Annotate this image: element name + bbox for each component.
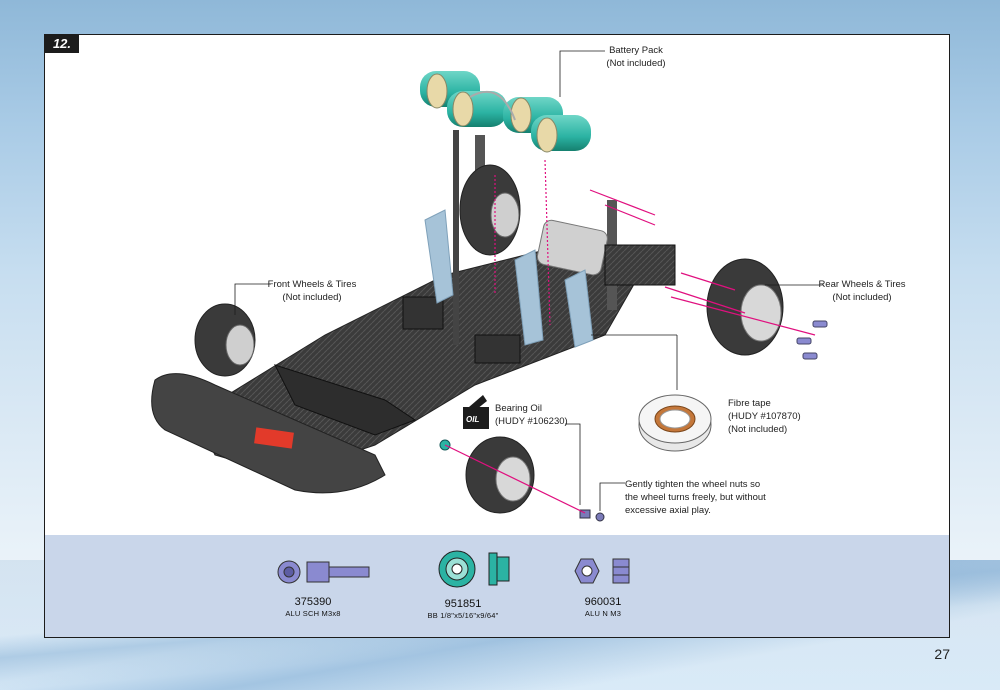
front-wheels-note: (Not included)	[282, 292, 342, 303]
wheel-nuts-line-1: Gently tighten the wheel nuts so	[625, 479, 761, 490]
part-code: 951851	[444, 598, 482, 610]
callout-bearing-oil: Bearing Oil (HUDY #106230)	[495, 402, 585, 428]
page-number: 27	[934, 646, 950, 662]
part-951851: 951851 BB 1/8"x5/16"x9/64"	[403, 549, 523, 620]
part-375390: 375390 ALU SCH M3x8	[253, 557, 373, 618]
rear-wheels-label: Rear Wheels & Tires	[818, 279, 906, 290]
tape-strip-1	[424, 209, 454, 304]
battery-pack-label: Battery Pack	[609, 45, 663, 56]
leader-lines	[234, 50, 823, 511]
rear-screws	[796, 320, 828, 360]
front-wheels-label: Front Wheels & Tires	[267, 279, 357, 290]
front-suspension	[274, 364, 417, 436]
part-code: 375390	[294, 596, 332, 608]
callout-wheel-nuts: Gently tighten the wheel nuts so the whe…	[625, 478, 775, 517]
tape-strip-2	[514, 249, 544, 346]
assembly-arrows	[444, 159, 816, 514]
screw-icon	[277, 560, 370, 584]
nut-icon	[574, 558, 630, 584]
part-desc: ALU SCH M3x8	[285, 609, 341, 618]
oil-badge: OIL	[466, 415, 480, 424]
bearing-icon	[438, 550, 510, 588]
fibre-tape-roll	[638, 394, 712, 452]
wheel-nuts-line-2: the wheel turns freely, but without	[625, 492, 766, 503]
rear-wheels-note: (Not included)	[832, 292, 892, 303]
battery-pack	[420, 71, 591, 153]
part-code: 960031	[584, 596, 622, 608]
instruction-panel: 12.	[44, 34, 950, 638]
parts-band: 375390 ALU SCH M3x8 951851 BB 1/8"x5/16"…	[45, 535, 949, 637]
bearing-oil-code: (HUDY #106230)	[495, 416, 568, 427]
fibre-tape-label: Fibre tape	[728, 398, 771, 409]
callout-fibre-tape: Fibre tape (HUDY #107870) (Not included)	[728, 397, 818, 436]
fibre-tape-note: (Not included)	[728, 424, 788, 435]
part-desc: BB 1/8"x5/16"x9/64"	[427, 611, 499, 620]
antenna-post	[453, 130, 459, 345]
esc-box	[474, 334, 521, 364]
wheel-nuts-line-3: excessive axial play.	[625, 505, 711, 516]
callout-rear-wheels: Rear Wheels & Tires (Not included)	[817, 278, 907, 304]
fibre-tape-code: (HUDY #107870)	[728, 411, 801, 422]
step-number: 12.	[45, 35, 79, 53]
rear-pod	[604, 244, 676, 286]
battery-pack-note: (Not included)	[606, 58, 666, 69]
wheel-nut	[579, 509, 591, 519]
oil-bottle-icon	[463, 395, 489, 429]
bearing-oil-label: Bearing Oil	[495, 403, 542, 414]
front-red-block	[254, 427, 294, 449]
part-desc: ALU N M3	[584, 609, 622, 618]
part-960031: 960031 ALU N M3	[543, 555, 663, 618]
assembly-illustration	[151, 50, 828, 522]
callout-front-wheels: Front Wheels & Tires (Not included)	[257, 278, 367, 304]
motor	[536, 219, 608, 276]
tape-strip-3	[564, 269, 594, 348]
callout-battery-pack: Battery Pack (Not included)	[591, 44, 681, 70]
receiver-box	[402, 296, 444, 330]
